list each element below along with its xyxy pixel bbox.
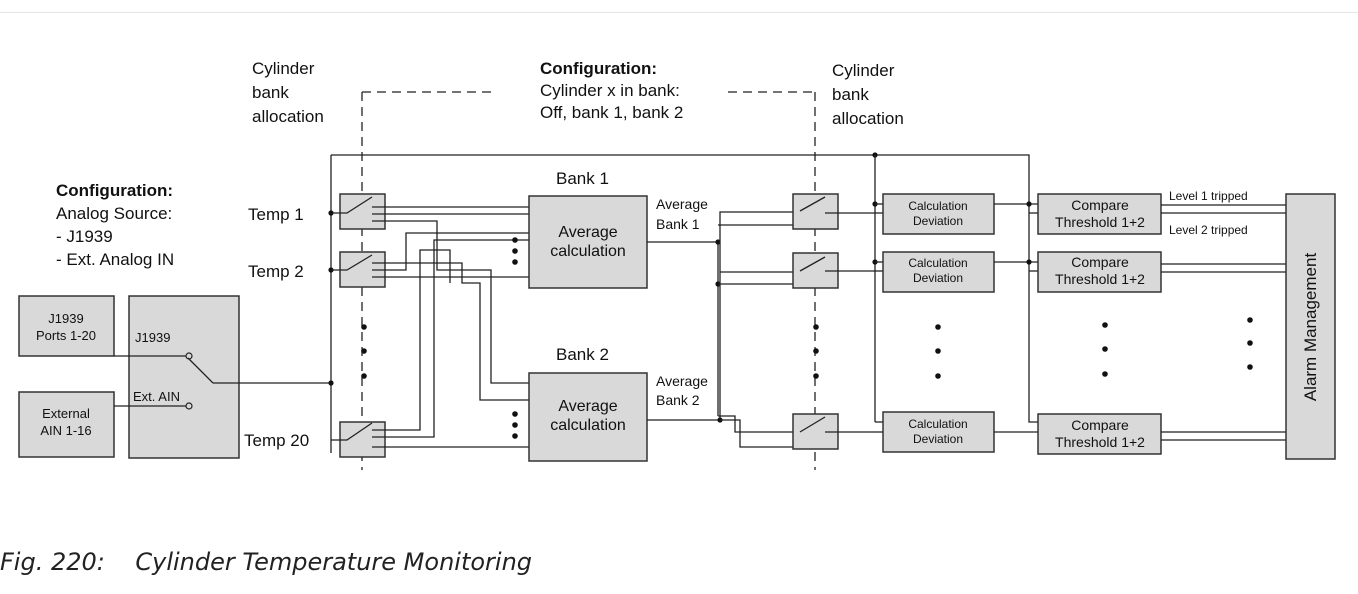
ext-ain-contact: [185, 402, 193, 410]
svg-text:Deviation: Deviation: [913, 271, 963, 285]
svg-text:Threshold 1+2: Threshold 1+2: [1055, 434, 1145, 450]
alloc-left-line-3: allocation: [252, 107, 324, 126]
alloc-right-line-1: Cylinder: [832, 61, 895, 80]
cfg-top-title: Configuration:: [540, 59, 657, 78]
j1939-box-line-2: Ports 1-20: [36, 328, 96, 343]
caption-title: Cylinder Temperature Monitoring: [135, 548, 533, 576]
j1939-switch-label: J1939: [135, 330, 170, 345]
j1939-box: [18, 295, 115, 357]
j1939-box-line-1: J1939: [48, 311, 83, 326]
alloc-right-line-3: allocation: [832, 109, 904, 128]
temp-label-20: Temp 20: [244, 431, 309, 450]
alloc-left-line-2: bank: [252, 83, 289, 102]
cfg-left-line-3: - Ext. Analog IN: [56, 250, 174, 269]
avg1-out-line-1: Average: [656, 196, 708, 212]
ext-ain-switch-label: Ext. AIN: [133, 389, 180, 404]
svg-text:Compare: Compare: [1071, 254, 1129, 270]
cfg-top-line-2: Off, bank 1, bank 2: [540, 103, 683, 122]
deviation-block-2: [882, 251, 995, 293]
compare-block-20: [1037, 413, 1162, 455]
alarm-management-label: Alarm Management: [1301, 253, 1320, 402]
deviation-block-20: [882, 411, 995, 453]
temp-label-1: Temp 1: [248, 205, 304, 224]
alloc-left-line-1: Cylinder: [252, 59, 315, 78]
avg1-bus: [704, 241, 719, 416]
avg1-line-1: Average: [558, 224, 617, 241]
compare-block-2: [1037, 251, 1162, 293]
left-switch-1: [339, 193, 386, 230]
svg-text:Deviation: Deviation: [913, 432, 963, 446]
svg-text:Calculation: Calculation: [908, 199, 967, 213]
avg2-line-1: Average: [558, 398, 617, 415]
avg2-out-line-2: Bank 2: [656, 392, 700, 408]
average-block-bank1: [528, 195, 648, 289]
svg-text:Compare: Compare: [1071, 417, 1129, 433]
avg1-out-line-2: Bank 1: [656, 216, 700, 232]
cfg-top-line-1: Cylinder x in bank:: [540, 81, 680, 100]
cylinder-temperature-diagram: Configuration: Cylinder x in bank: Off, …: [18, 59, 1336, 470]
compare-block-1: [1037, 193, 1162, 235]
svg-text:Threshold 1+2: Threshold 1+2: [1055, 214, 1145, 230]
bank2-title: Bank 2: [556, 345, 609, 364]
temp-label-2: Temp 2: [248, 262, 304, 281]
svg-text:Compare: Compare: [1071, 197, 1129, 213]
figure-caption: Fig. 220: Cylinder Temperature Monitorin…: [0, 548, 532, 576]
level2-label: Level 2 tripped: [1169, 223, 1248, 237]
avg2-bus: [719, 211, 800, 420]
right-switch-1: [792, 193, 839, 230]
avg1-line-2: calculation: [550, 243, 626, 260]
level1-label: Level 1 tripped: [1169, 189, 1248, 203]
svg-text:Threshold 1+2: Threshold 1+2: [1055, 271, 1145, 287]
source-switch-blade: [187, 357, 214, 384]
cfg-left-title: Configuration:: [56, 181, 173, 200]
svg-text:Calculation: Calculation: [908, 417, 967, 431]
avg2-out-line-1: Average: [656, 373, 708, 389]
top-rule: [0, 12, 1358, 13]
svg-text:Calculation: Calculation: [908, 256, 967, 270]
svg-text:Deviation: Deviation: [913, 214, 963, 228]
avg2-line-2: calculation: [550, 417, 626, 434]
bus-junction-source: [328, 380, 334, 386]
alloc-right-line-2: bank: [832, 85, 869, 104]
average-block-bank2: [528, 372, 648, 462]
external-ain-box-line-1: External: [42, 406, 90, 421]
alarm-management-box: [1285, 193, 1336, 460]
external-ain-box-line-2: AIN 1-16: [40, 423, 91, 438]
bank1-title: Bank 1: [556, 169, 609, 188]
cfg-left-line-1: Analog Source:: [56, 204, 172, 223]
cfg-left-line-2: - J1939: [56, 227, 113, 246]
caption-label: Fig. 220:: [0, 548, 105, 576]
external-ain-box: [18, 391, 115, 458]
deviation-block-1: [882, 193, 995, 235]
top-bus: [331, 154, 1030, 396]
source-switch-box: [128, 295, 240, 459]
